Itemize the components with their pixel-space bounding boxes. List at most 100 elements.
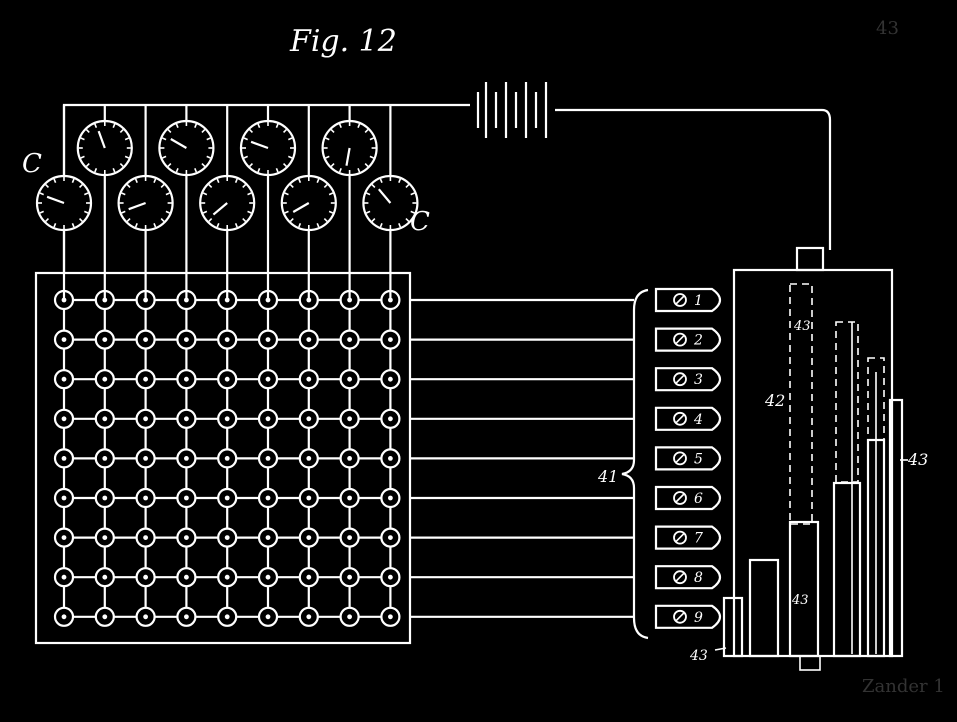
dial-tick <box>206 155 211 159</box>
bar-label-43-bottom: 43 <box>689 648 708 664</box>
grid-node-dot <box>347 456 352 461</box>
grid-node-dot <box>224 456 230 461</box>
dial-tick <box>371 184 376 189</box>
grid-node-dot <box>347 614 352 620</box>
dial-label-right: C <box>410 207 430 237</box>
grid-node-dot <box>265 614 271 620</box>
grid-node-dot <box>61 337 67 342</box>
grid-node-dot <box>306 416 312 422</box>
dial-tick <box>175 123 179 128</box>
plug-screw-slot <box>675 612 685 622</box>
grid-node-dot <box>102 416 108 422</box>
bar-label-42-top: 43 <box>793 319 811 334</box>
grid-node-dot <box>347 416 352 422</box>
plug-number: 8 <box>694 570 703 586</box>
dial-tick <box>208 217 213 222</box>
dial-tick <box>85 162 90 167</box>
dial-tick <box>201 129 206 134</box>
plug-8: 8 <box>654 565 722 590</box>
dial-tick <box>119 162 124 167</box>
plug-6: 6 <box>654 485 722 511</box>
grid-node-dot <box>61 376 67 382</box>
dial-tick <box>316 223 320 228</box>
grid-node-dot <box>102 535 108 540</box>
grid-node-dot <box>143 614 149 620</box>
battery-icon <box>476 82 548 138</box>
grid-node-dot <box>184 535 189 540</box>
dial-tick <box>134 223 138 228</box>
grid-node-dot <box>388 535 393 540</box>
dial-tick <box>338 123 342 128</box>
dial-tick <box>167 129 172 134</box>
dial-tick <box>202 210 208 214</box>
plug-number: 3 <box>694 372 703 388</box>
plug-body <box>654 406 722 431</box>
plug-number: 6 <box>694 491 703 507</box>
dial-tick <box>160 217 165 222</box>
dial-tick <box>369 155 374 159</box>
grid-node-dot <box>265 456 271 461</box>
grid-node-dot <box>143 535 149 540</box>
dial-tick <box>249 129 254 134</box>
brace <box>621 288 649 640</box>
grid-node-dot <box>265 416 271 422</box>
grid-node-dot <box>265 337 271 342</box>
dial-tick <box>121 210 126 214</box>
dial-tick <box>53 223 57 228</box>
plug-screw-slot <box>675 453 685 463</box>
dial-tick <box>275 123 279 128</box>
plug-number: 5 <box>694 451 703 467</box>
watermark-text: Zander 1 <box>862 676 945 697</box>
dial-tick <box>275 168 279 173</box>
dial-needle <box>170 138 187 149</box>
dial-tick <box>165 192 170 196</box>
dial-tick <box>194 168 198 173</box>
dial-tick <box>325 137 330 141</box>
dial-tick <box>84 210 89 214</box>
dial-tick <box>80 155 85 159</box>
grid-node-dot <box>265 535 271 540</box>
dial-tick <box>328 210 334 214</box>
plug-body <box>654 446 722 471</box>
dial-tick <box>366 210 371 214</box>
grid-node-dot <box>306 376 312 382</box>
grid-node-dot <box>388 416 393 422</box>
grid-node-dot <box>224 535 230 540</box>
grid-node-dot <box>388 456 393 461</box>
dial-tick <box>71 178 75 183</box>
grid-node-dot <box>61 535 67 540</box>
dial-needle <box>377 188 392 204</box>
grid-node-dot <box>102 574 108 580</box>
dial-tick <box>165 210 170 214</box>
plug-number: 1 <box>694 293 703 309</box>
dial-tick <box>247 210 252 214</box>
dial-tick <box>78 184 83 189</box>
grid-node-dot <box>388 614 393 620</box>
dial-tick <box>338 168 342 173</box>
plug-body <box>654 604 722 629</box>
grid-node-dot <box>224 574 230 580</box>
battery-wire <box>62 82 832 273</box>
plug-body <box>654 327 722 352</box>
grid-node-dot <box>184 416 189 422</box>
dial-tick <box>328 192 334 196</box>
plug-2: 2 <box>654 327 722 352</box>
dial-tick <box>364 129 369 134</box>
dial-tick <box>379 178 383 183</box>
grid-node-dot <box>61 574 67 580</box>
grid-node-dot <box>388 574 393 580</box>
dial-tick <box>201 162 206 167</box>
bar-label-43-mid: 43 <box>791 593 809 608</box>
grid-node-dot <box>265 495 271 501</box>
dial-tick <box>282 129 287 134</box>
plug-screw-slot <box>675 414 685 424</box>
dial-tick <box>257 123 261 128</box>
dial-tick <box>216 178 220 183</box>
dial-tick <box>80 137 85 141</box>
dial-tick <box>45 217 50 222</box>
grid-node-dot <box>224 376 230 382</box>
grid-node-dot <box>102 614 108 620</box>
dial-tick <box>371 217 376 222</box>
